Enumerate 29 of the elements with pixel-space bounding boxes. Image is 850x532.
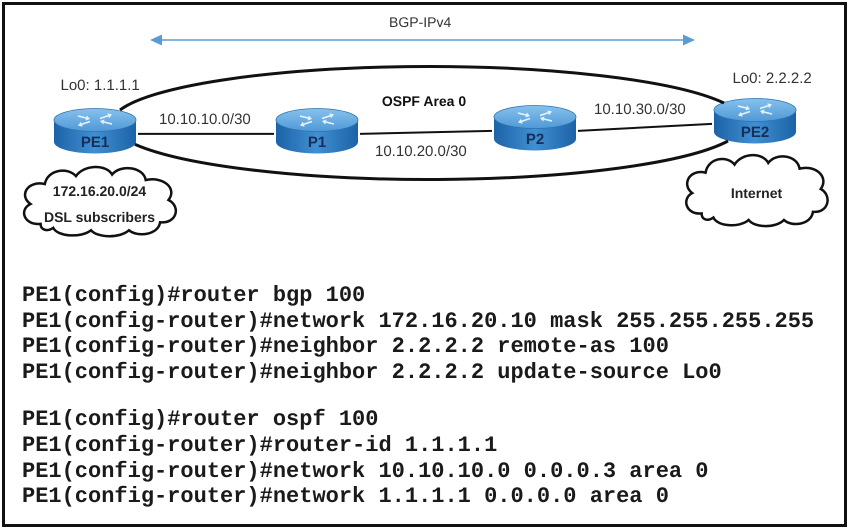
edge-label: 10.10.10.0/30 — [158, 110, 252, 128]
config-line: PE1(config-router)#router-id 1.1.1.1 — [22, 433, 498, 458]
cloud-label: Internet — [730, 185, 782, 201]
link-line — [578, 122, 712, 132]
arrow-label: BGP-IPv4 — [389, 14, 452, 30]
loopback-label: Lo0: 1.1.1.1 — [60, 76, 140, 94]
cloud-label: DSL subscribers — [44, 209, 155, 225]
config-line: PE1(config-router)#network 1.1.1.1 0.0.0.0 area 0 — [22, 484, 669, 510]
link-line — [138, 132, 274, 135]
cloud-label: 172.16.20.0/24 — [52, 183, 146, 199]
area-label: OSPF Area 0 — [382, 93, 466, 109]
config-line: PE1(config-router)#network 10.10.10.0 0.0.0.3 area 0 — [22, 458, 709, 484]
config-line: PE1(config-router)#neighbor 2.2.2.2 update-source Lo0 — [22, 360, 722, 385]
router — [274, 107, 360, 155]
loopback-label: Lo0: 2.2.2.2 — [732, 70, 812, 86]
edge-label: 10.10.20.0/30 — [374, 142, 468, 160]
router-label: PE1 — [80, 134, 110, 151]
config-line: PE1(config)#router ospf 100 — [22, 407, 378, 432]
router — [52, 107, 138, 155]
router — [712, 97, 798, 145]
edge-label: 10.10.30.0/30 — [593, 100, 687, 118]
router — [492, 104, 578, 152]
router-label: PE2 — [740, 124, 770, 141]
router-label: P1 — [308, 134, 326, 151]
config-line: PE1(config-router)#neighbor 2.2.2.2 remote-as 100 — [22, 334, 669, 360]
link-line — [360, 130, 492, 135]
config-line: PE1(config-router)#network 172.16.20.10 mask 255.255.255.255 — [22, 308, 814, 334]
config-line: PE1(config)#router bgp 100 — [22, 283, 366, 308]
router-label: P2 — [526, 132, 544, 148]
